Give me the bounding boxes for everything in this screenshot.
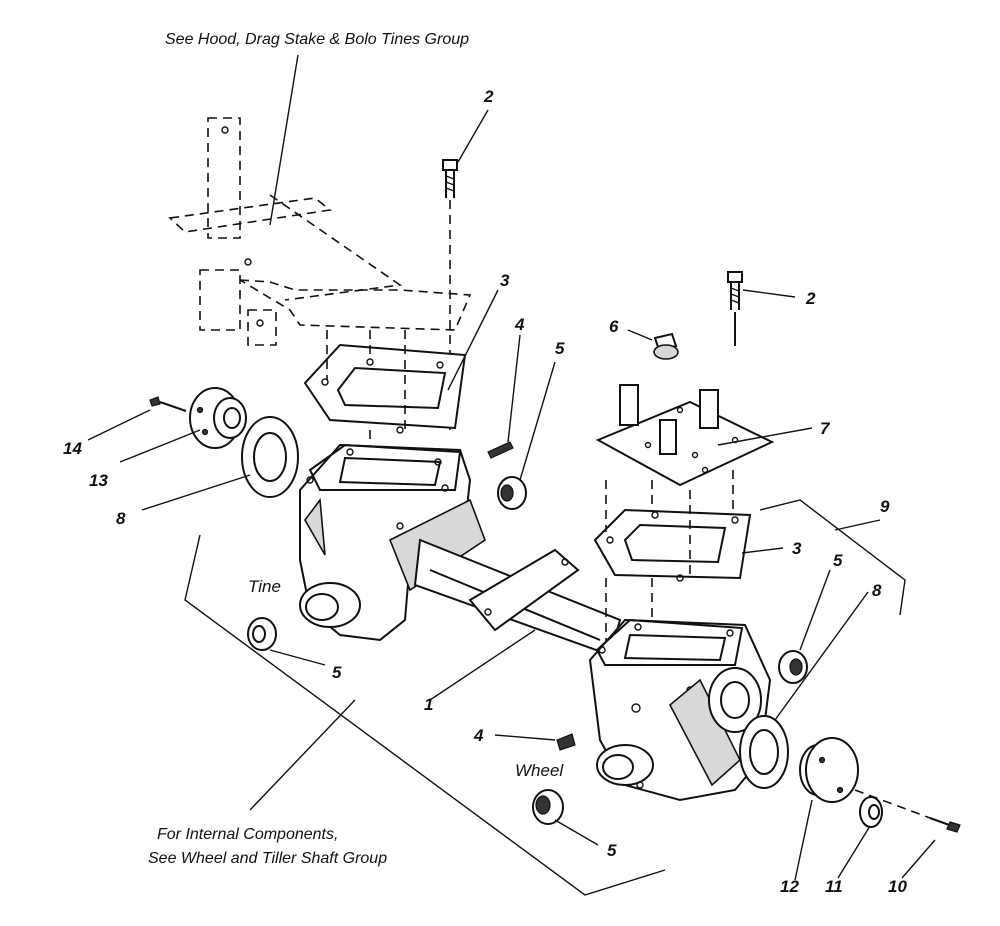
callout-3-right: 3 xyxy=(792,539,802,558)
hub-12 xyxy=(794,737,859,881)
callout-5-lower: 5 xyxy=(607,841,617,860)
callout-1: 1 xyxy=(424,695,434,714)
bearing-5-a xyxy=(497,361,556,510)
right-gearbox-housing xyxy=(588,618,772,802)
callout-2-upper: 2 xyxy=(484,87,494,106)
washer-8-left xyxy=(141,416,299,511)
note-internal-components-line1: For Internal Components, xyxy=(157,826,339,843)
screw-10 xyxy=(854,789,961,879)
set-screw-4-lower xyxy=(494,733,576,751)
gasket-3-left xyxy=(303,289,499,434)
callout-9: 9 xyxy=(880,497,890,516)
note-internal-components-line2: See Wheel and Tiller Shaft Group xyxy=(148,850,388,867)
callout-4-upper: 4 xyxy=(515,315,525,334)
bottom-note-leader xyxy=(184,534,666,896)
callout-12: 12 xyxy=(780,877,799,896)
callout-10: 10 xyxy=(888,877,907,896)
callout-13: 13 xyxy=(89,471,108,490)
cover-plate-7 xyxy=(595,384,813,487)
hub-13 xyxy=(119,387,247,463)
left-gearbox-housing xyxy=(299,443,486,642)
callout-5-upper: 5 xyxy=(555,339,565,358)
axle-tube xyxy=(413,538,622,701)
callout-4-lower: 4 xyxy=(474,726,484,745)
leader-top-note xyxy=(269,54,299,226)
washer-8-right xyxy=(739,591,869,789)
bearing-5-d xyxy=(532,789,599,846)
callout-6: 6 xyxy=(609,317,619,336)
bearing-5-c xyxy=(778,569,831,684)
callout-5-right: 5 xyxy=(833,551,843,570)
bracket-9-leader xyxy=(759,499,906,616)
callout-3-left: 3 xyxy=(500,271,510,290)
callout-8-left: 8 xyxy=(116,509,126,528)
bearing-5-b xyxy=(247,617,326,666)
callout-2-right: 2 xyxy=(806,289,816,308)
washer-11 xyxy=(837,796,883,879)
bolt-2-upper xyxy=(442,109,489,430)
screw-14 xyxy=(87,396,187,441)
callout-7: 7 xyxy=(820,419,830,438)
plug-6 xyxy=(627,329,679,360)
callout-8-right: 8 xyxy=(872,581,882,600)
hood-bracket-phantom xyxy=(168,117,472,346)
callout-11: 11 xyxy=(825,877,843,896)
gasket-3-right xyxy=(593,470,784,650)
bolt-2-right xyxy=(727,271,796,346)
callout-5-left: 5 xyxy=(332,663,342,682)
callout-14: 14 xyxy=(63,439,82,458)
note-hood-group: See Hood, Drag Stake & Bolo Tines Group xyxy=(165,31,470,48)
label-tine: Tine xyxy=(248,577,281,596)
label-wheel: Wheel xyxy=(515,761,564,780)
set-screw-4-upper xyxy=(487,334,521,459)
